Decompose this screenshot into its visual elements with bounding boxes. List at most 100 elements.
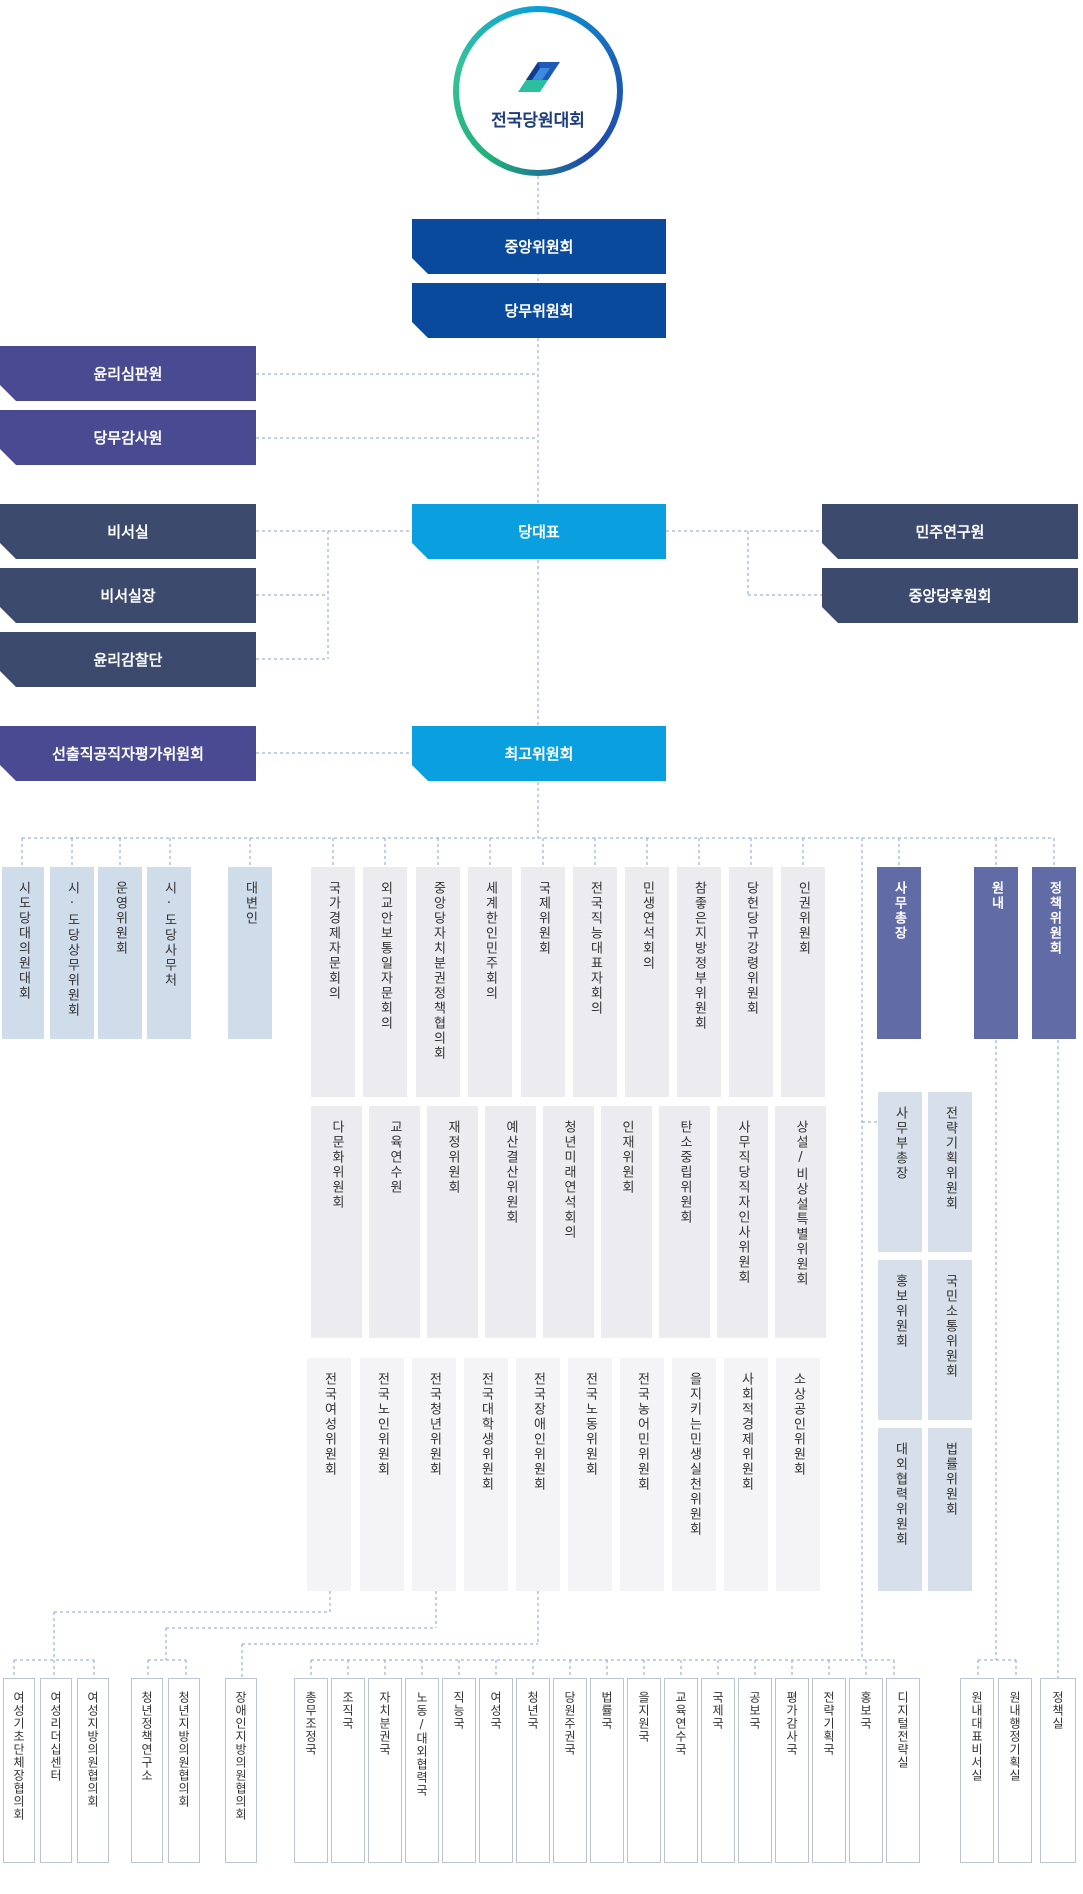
row1-main-item: 참좋은지방정부위원회	[677, 867, 721, 1097]
secretary-general-sub-item: 사무부총장	[878, 1092, 922, 1252]
chief-secretary-box: 비서실장	[0, 568, 256, 623]
row1-left-item: 운영위원회	[98, 867, 142, 1039]
bottom-bureau-item: 청년국	[516, 1678, 550, 1863]
bottom-bureau-item: 노동/대외협력국	[405, 1678, 439, 1863]
secretary-general-sub-item: 전략기획위원회	[928, 1092, 972, 1252]
floor-label: 원내	[988, 881, 1004, 911]
row1-left-label: 운영위원회	[112, 881, 128, 956]
bottom-women-label: 여성지방의원협의회	[85, 1691, 100, 1808]
secretary-general-label: 사무총장	[891, 881, 907, 941]
bottom-bureau-label: 을지원국	[636, 1691, 651, 1743]
row2-main-label: 인재위원회	[619, 1120, 634, 1195]
secretary-general-sub-label: 국민소통위원회	[942, 1274, 958, 1379]
row1-left-label: 시도당대의원대회	[15, 881, 31, 1001]
row3-main-label: 전국여성위원회	[321, 1372, 337, 1477]
secretary-general-sub-label: 법률위원회	[942, 1442, 958, 1517]
bottom-youth-item: 청년정책연구소	[131, 1678, 163, 1863]
row3-main-label: 전국노인위원회	[374, 1372, 390, 1477]
bottom-bureau-label: 평가감사국	[784, 1691, 799, 1756]
row1-main-label: 국가경제자문회의	[325, 881, 341, 1001]
bottom-bureau-item: 조직국	[331, 1678, 365, 1863]
row1-main-item: 세계한인민주회의	[468, 867, 512, 1097]
bottom-bureau-item: 교육연수국	[664, 1678, 698, 1863]
central-committee-box: 중앙위원회	[412, 219, 666, 274]
secretary-general-sub-label: 대외협력위원회	[892, 1442, 908, 1547]
supporters-label: 중앙당후원회	[908, 587, 992, 605]
bottom-youth-item: 청년지방의원협의회	[168, 1678, 200, 1863]
row2-main-label: 청년미래연석회의	[561, 1120, 576, 1240]
bottom-bureau-label: 여성국	[488, 1691, 503, 1730]
row3-main-label: 사회적경제위원회	[738, 1372, 754, 1492]
party-leader-label: 당대표	[518, 523, 560, 541]
row1-main-label: 참좋은지방정부위원회	[691, 881, 707, 1031]
bottom-youth-label: 청년정책연구소	[139, 1691, 154, 1782]
row3-main-item: 전국청년위원회	[412, 1358, 456, 1591]
secretary-general-sub-label: 홍보위원회	[892, 1274, 908, 1349]
bottom-bureau-item: 공보국	[738, 1678, 772, 1863]
row3-main-item: 전국장애인위원회	[516, 1358, 560, 1591]
central-committee-label: 중앙위원회	[504, 238, 574, 256]
chief-secretary-label: 비서실장	[100, 587, 156, 605]
row2-main-item: 탄소중립위원회	[659, 1106, 710, 1338]
institute-label: 민주연구원	[915, 523, 985, 541]
national-convention-label: 전국당원대회	[491, 110, 585, 131]
spokesperson-box: 대변인	[228, 867, 272, 1039]
bottom-youth-label: 청년지방의원협의회	[176, 1691, 191, 1808]
party-leader-box: 당대표	[412, 504, 666, 559]
row1-main-item: 외교안보통일자문회의	[363, 867, 407, 1097]
bottom-women-item: 여성기초단체장협의회	[3, 1678, 35, 1863]
row1-left-label: 시·도당상무위원회	[64, 881, 80, 1018]
bottom-women-label: 여성리더십센터	[48, 1691, 63, 1782]
bottom-bureau-label: 전략기획국	[821, 1691, 836, 1756]
row1-main-label: 전국직능대표자회의	[587, 881, 603, 1016]
ethics-inspection-label: 윤리감찰단	[93, 651, 163, 669]
supporters-box: 중앙당후원회	[822, 568, 1078, 623]
row3-main-item: 전국농어민위원회	[620, 1358, 664, 1591]
party-audit-label: 당무감사원	[93, 429, 163, 447]
row1-left-label: 시·도당사무처	[161, 881, 177, 988]
row1-left-item: 시도당대의원대회	[2, 867, 44, 1039]
party-affairs-committee-label: 당무위원회	[504, 302, 574, 320]
bottom-bureau-item: 여성국	[479, 1678, 513, 1863]
row1-main-item: 국제위원회	[521, 867, 565, 1097]
row2-main-item: 다문화위원회	[311, 1106, 362, 1338]
bottom-bureau-item: 당원주권국	[553, 1678, 587, 1863]
bottom-bureau-label: 국제국	[710, 1691, 725, 1730]
bottom-floor-label: 원내대표비서실	[969, 1691, 984, 1782]
bottom-policy-label: 정책실	[1050, 1691, 1065, 1730]
secretariat-label: 비서실	[107, 523, 149, 541]
party-audit-box: 당무감사원	[0, 410, 256, 465]
bottom-bureau-item: 자치분권국	[368, 1678, 402, 1863]
bottom-bureau-label: 법률국	[599, 1691, 614, 1730]
bottom-bureau-item: 직능국	[442, 1678, 476, 1863]
bottom-bureau-label: 자치분권국	[377, 1691, 392, 1756]
bottom-bureau-label: 교육연수국	[673, 1691, 688, 1756]
bottom-bureau-item: 디지털전략실	[886, 1678, 920, 1863]
row3-main-label: 전국농어민위원회	[634, 1372, 650, 1492]
row2-main-item: 인재위원회	[601, 1106, 652, 1338]
bottom-bureau-label: 청년국	[525, 1691, 540, 1730]
row2-main-label: 상설/비상설특별위원회	[793, 1120, 808, 1287]
bottom-bureau-item: 전략기획국	[812, 1678, 846, 1863]
secretary-general-sub-item: 홍보위원회	[878, 1260, 922, 1420]
row1-main-item: 민생연석회의	[625, 867, 669, 1097]
bottom-bureau-label: 총무조정국	[303, 1691, 318, 1756]
row1-main-label: 당헌당규강령위원회	[743, 881, 759, 1016]
policy-committee-label: 정책위원회	[1046, 881, 1062, 956]
bottom-women-item: 여성리더십센터	[40, 1678, 72, 1863]
row1-main-label: 국제위원회	[535, 881, 551, 956]
floor-box: 원내	[974, 867, 1018, 1039]
ethics-tribunal-box: 윤리심판원	[0, 346, 256, 401]
election-eval-label: 선출직공직자평가위원회	[52, 745, 204, 763]
supreme-council-box: 최고위원회	[412, 726, 666, 781]
secretary-general-sub-item: 국민소통위원회	[928, 1260, 972, 1420]
ethics-inspection-box: 윤리감찰단	[0, 632, 256, 687]
secretary-general-sub-item: 법률위원회	[928, 1428, 972, 1591]
row2-main-item: 교육연수원	[369, 1106, 420, 1338]
party-logo-icon	[518, 61, 560, 92]
bottom-bureau-label: 조직국	[340, 1691, 355, 1730]
supreme-council-label: 최고위원회	[504, 745, 574, 763]
row3-main-label: 전국대학생위원회	[478, 1372, 494, 1492]
bottom-women-label: 여성기초단체장협의회	[11, 1691, 26, 1821]
